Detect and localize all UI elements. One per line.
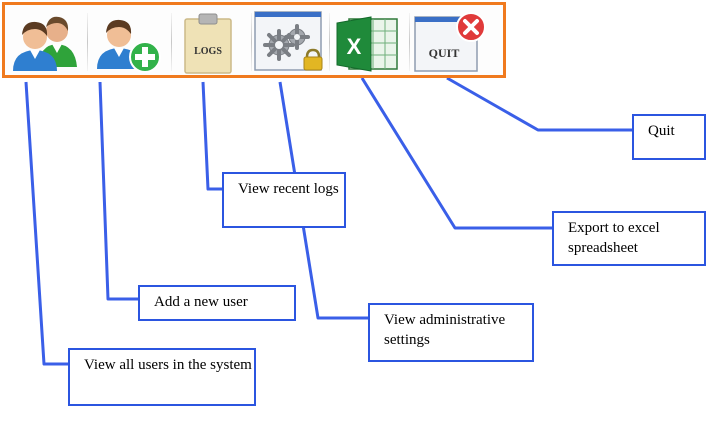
connector-add-user [98,81,140,301]
toolbar-separator [171,13,172,71]
callout-export-excel: Export to excel spreadsheet [552,211,706,266]
connector-quit [446,76,632,132]
connector-admin-settings [278,81,368,320]
excel-icon-letter: X [347,34,362,59]
add-user-button[interactable] [89,9,169,75]
toolbar-separator [329,13,330,71]
quit-icon: QUIT [414,12,486,72]
toolbar-separator [409,13,410,71]
logs-button[interactable]: LOGS [173,9,249,75]
clipboard-logs-icon: LOGS [184,13,232,74]
callout-view-users: View all users in the system [68,348,256,406]
toolbar-separator [87,13,88,71]
gears-lock-icon [254,11,323,71]
callout-view-logs: View recent logs [222,172,346,228]
export-excel-button[interactable]: X [331,9,407,75]
connector-logs [201,81,224,191]
excel-icon: X [336,16,398,72]
users-group-icon [13,16,77,71]
callout-add-user: Add a new user [138,285,296,321]
toolbar-separator [251,13,252,71]
user-add-icon [97,19,161,73]
callout-admin-settings: View administrative settings [368,303,534,362]
callout-quit: Quit [632,114,706,160]
quit-icon-label: QUIT [429,46,460,60]
view-users-button[interactable] [9,9,85,75]
admin-settings-button[interactable] [253,9,327,75]
connector-view-users [24,81,70,366]
connector-export-excel [360,77,554,230]
toolbar: LOGS [2,2,506,78]
quit-button[interactable]: QUIT [411,9,499,75]
logs-icon-label: LOGS [194,46,222,57]
